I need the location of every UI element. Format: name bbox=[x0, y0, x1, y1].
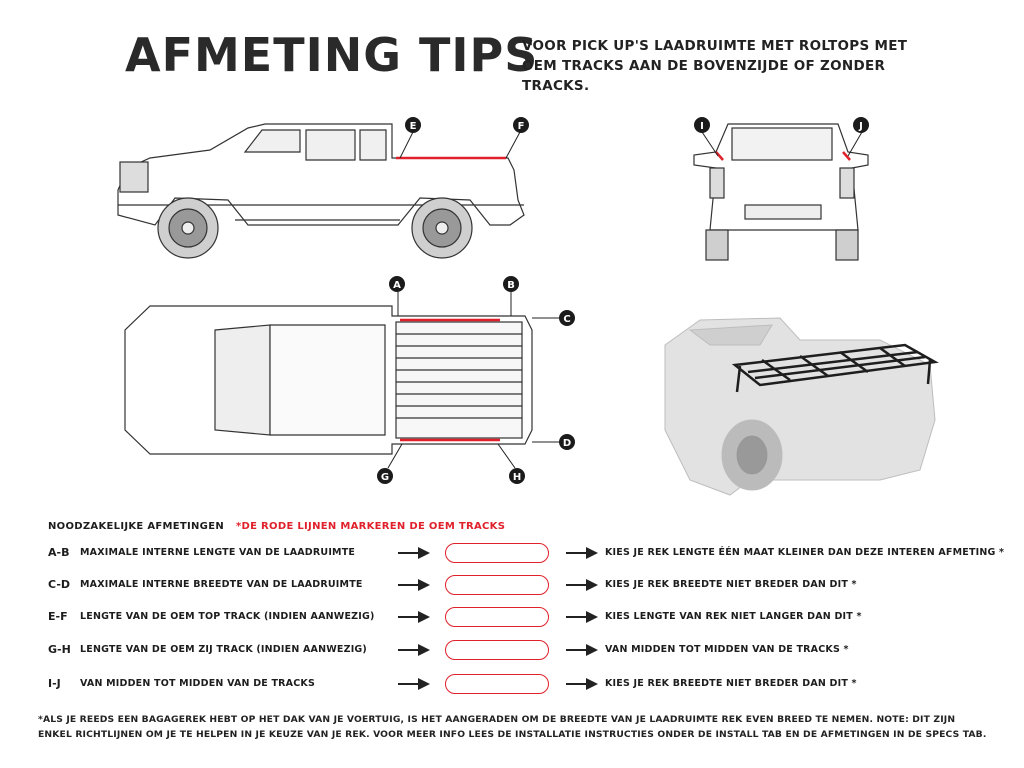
measurement-input-box[interactable] bbox=[445, 543, 549, 563]
measurement-input-box[interactable] bbox=[445, 640, 549, 660]
page-subtitle: VOOR PICK UP'S LAADRUIMTE MET ROLTOPS ME… bbox=[522, 38, 908, 94]
measurement-row-ef: E-F LENGTE VAN DE OEM TOP TRACK (INDIEN … bbox=[0, 607, 1024, 629]
measurement-row-ab: A-B MAXIMALE INTERNE LENGTE VAN DE LAADR… bbox=[0, 543, 1024, 565]
truck-rear-view bbox=[693, 123, 869, 261]
heading-text: NOODZAKELIJKE AFMETINGEN bbox=[48, 521, 224, 532]
marker-c: C bbox=[559, 310, 575, 326]
arrow-right-icon bbox=[398, 579, 430, 591]
red-lines-note: *DE RODE LIJNEN MARKEREN DE OEM TRACKS bbox=[236, 521, 506, 532]
truck-top-view bbox=[124, 305, 533, 455]
measurement-row-gh: G-H LENGTE VAN DE OEM ZIJ TRACK (INDIEN … bbox=[0, 640, 1024, 662]
row-description: MAXIMALE INTERNE BREEDTE VAN DE LAADRUIM… bbox=[80, 579, 363, 590]
svg-text:A: A bbox=[393, 280, 401, 291]
marker-e: E bbox=[405, 117, 421, 133]
svg-text:C: C bbox=[563, 314, 570, 325]
svg-text:I: I bbox=[700, 121, 704, 132]
arrow-right-icon bbox=[398, 547, 430, 559]
row-description: LENGTE VAN DE OEM ZIJ TRACK (INDIEN AANW… bbox=[80, 644, 367, 655]
row-code: C-D bbox=[48, 578, 71, 591]
footnote: *ALS JE REEDS EEN BAGAGEREK HEBT OP HET … bbox=[38, 714, 987, 740]
row-code: G-H bbox=[48, 643, 71, 656]
arrow-right-icon bbox=[566, 611, 598, 623]
arrow-right-icon bbox=[566, 579, 598, 591]
svg-text:E: E bbox=[410, 121, 417, 132]
row-code: A-B bbox=[48, 546, 70, 559]
truck-side-view bbox=[117, 123, 525, 259]
required-measurements-heading: NOODZAKELIJKE AFMETINGEN *DE RODE LIJNEN … bbox=[48, 521, 505, 532]
truck-with-rack-photo bbox=[664, 317, 936, 496]
marker-a: A bbox=[389, 276, 405, 292]
arrow-right-icon bbox=[398, 678, 430, 690]
marker-f: F bbox=[513, 117, 529, 133]
row-tip: KIES JE REK BREEDTE NIET BREDER DAN DIT … bbox=[605, 579, 857, 590]
marker-i: I bbox=[694, 117, 710, 133]
marker-d: D bbox=[559, 434, 575, 450]
marker-b: B bbox=[503, 276, 519, 292]
roof-rack bbox=[731, 343, 939, 393]
marker-g: G bbox=[377, 468, 393, 484]
measurement-input-box[interactable] bbox=[445, 575, 549, 595]
arrow-right-icon bbox=[566, 644, 598, 656]
row-description: LENGTE VAN DE OEM TOP TRACK (INDIEN AANW… bbox=[80, 611, 375, 622]
row-tip: KIES JE REK LENGTE ÉÉN MAAT KLEINER DAN … bbox=[605, 547, 1005, 558]
svg-text:D: D bbox=[563, 438, 571, 449]
row-code: I-J bbox=[48, 677, 61, 690]
svg-text:F: F bbox=[518, 121, 525, 132]
svg-text:B: B bbox=[507, 280, 515, 291]
svg-text:J: J bbox=[858, 121, 863, 132]
row-tip: VAN MIDDEN TOT MIDDEN VAN DE TRACKS * bbox=[605, 644, 849, 655]
row-code: E-F bbox=[48, 610, 68, 623]
page-title: AFMETING TIPS bbox=[125, 28, 539, 82]
arrow-right-icon bbox=[398, 644, 430, 656]
arrow-right-icon bbox=[566, 547, 598, 559]
arrow-right-icon bbox=[398, 611, 430, 623]
row-description: VAN MIDDEN TOT MIDDEN VAN DE TRACKS bbox=[80, 678, 315, 689]
measurement-row-ij: I-J VAN MIDDEN TOT MIDDEN VAN DE TRACKS … bbox=[0, 674, 1024, 696]
row-tip: KIES JE REK BREEDTE NIET BREDER DAN DIT … bbox=[605, 678, 857, 689]
svg-text:H: H bbox=[513, 472, 521, 483]
row-tip: KIES LENGTE VAN REK NIET LANGER DAN DIT … bbox=[605, 611, 862, 622]
measurement-row-cd: C-D MAXIMALE INTERNE BREEDTE VAN DE LAAD… bbox=[0, 575, 1024, 597]
truck-diagrams: E F I J A B C D G H bbox=[117, 117, 939, 496]
measurement-input-box[interactable] bbox=[445, 607, 549, 627]
arrow-right-icon bbox=[566, 678, 598, 690]
marker-h: H bbox=[509, 468, 525, 484]
svg-text:G: G bbox=[381, 472, 389, 483]
row-description: MAXIMALE INTERNE LENGTE VAN DE LAADRUIMT… bbox=[80, 547, 356, 558]
marker-j: J bbox=[853, 117, 869, 133]
measurement-input-box[interactable] bbox=[445, 674, 549, 694]
